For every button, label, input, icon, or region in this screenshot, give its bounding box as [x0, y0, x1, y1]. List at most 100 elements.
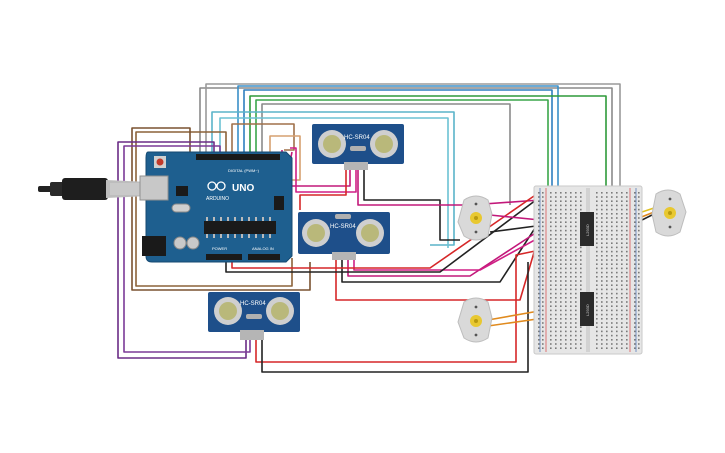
breadboard-hole[interactable]: [634, 192, 636, 194]
breadboard-hole[interactable]: [550, 196, 552, 198]
breadboard-hole[interactable]: [601, 208, 603, 211]
breadboard-hole[interactable]: [626, 318, 628, 320]
breadboard-hole[interactable]: [621, 313, 623, 316]
breadboard-hole[interactable]: [565, 326, 567, 328]
breadboard-hole[interactable]: [634, 250, 636, 253]
breadboard-hole[interactable]: [606, 263, 608, 265]
breadboard-hole[interactable]: [596, 263, 598, 265]
breadboard-hole[interactable]: [626, 267, 628, 270]
breadboard-hole[interactable]: [601, 297, 603, 299]
breadboard-hole[interactable]: [570, 263, 572, 265]
breadboard-hole[interactable]: [560, 217, 562, 219]
breadboard-hole[interactable]: [565, 339, 567, 341]
breadboard-hole[interactable]: [538, 246, 540, 249]
breadboard-hole[interactable]: [596, 208, 598, 211]
breadboard-hole[interactable]: [606, 292, 608, 295]
breadboard-hole[interactable]: [611, 217, 613, 219]
breadboard-hole[interactable]: [611, 225, 613, 228]
breadboard-hole[interactable]: [638, 343, 640, 345]
breadboard-hole[interactable]: [538, 229, 540, 232]
breadboard-hole[interactable]: [601, 229, 603, 232]
breadboard-hole[interactable]: [606, 318, 608, 320]
breadboard-hole[interactable]: [555, 242, 557, 244]
breadboard-hole[interactable]: [550, 271, 552, 274]
breadboard-hole[interactable]: [638, 326, 640, 328]
breadboard-hole[interactable]: [634, 313, 636, 316]
breadboard-hole[interactable]: [565, 309, 567, 312]
breadboard-hole[interactable]: [575, 292, 577, 295]
breadboard-hole[interactable]: [575, 229, 577, 232]
breadboard-hole[interactable]: [616, 259, 618, 261]
breadboard-hole[interactable]: [606, 234, 608, 236]
breadboard-hole[interactable]: [575, 221, 577, 223]
breadboard-hole[interactable]: [616, 192, 618, 194]
breadboard-hole[interactable]: [538, 221, 540, 223]
breadboard-hole[interactable]: [601, 271, 603, 274]
breadboard-hole[interactable]: [616, 297, 618, 299]
breadboard-hole[interactable]: [570, 229, 572, 232]
breadboard-hole[interactable]: [542, 221, 544, 223]
breadboard-hole[interactable]: [606, 229, 608, 232]
breadboard-hole[interactable]: [634, 242, 636, 244]
breadboard-hole[interactable]: [596, 225, 598, 228]
breadboard-hole[interactable]: [575, 339, 577, 341]
breadboard-hole[interactable]: [550, 255, 552, 257]
breadboard-hole[interactable]: [560, 347, 562, 349]
breadboard-hole[interactable]: [542, 234, 544, 236]
breadboard-hole[interactable]: [550, 313, 552, 316]
breadboard-hole[interactable]: [611, 250, 613, 253]
breadboard-hole[interactable]: [626, 292, 628, 295]
breadboard-hole[interactable]: [580, 208, 582, 211]
breadboard-hole[interactable]: [580, 288, 582, 291]
breadboard-hole[interactable]: [626, 347, 628, 349]
breadboard-hole[interactable]: [538, 334, 540, 337]
breadboard-hole[interactable]: [634, 267, 636, 270]
breadboard-hole[interactable]: [638, 217, 640, 219]
breadboard-hole[interactable]: [638, 267, 640, 270]
breadboard-hole[interactable]: [542, 217, 544, 219]
breadboard-hole[interactable]: [626, 288, 628, 291]
breadboard-hole[interactable]: [570, 238, 572, 240]
breadboard-hole[interactable]: [560, 246, 562, 249]
breadboard-hole[interactable]: [634, 347, 636, 349]
breadboard-hole[interactable]: [634, 276, 636, 278]
breadboard-hole[interactable]: [626, 263, 628, 265]
breadboard-hole[interactable]: [565, 305, 567, 307]
breadboard-hole[interactable]: [538, 313, 540, 316]
breadboard-hole[interactable]: [616, 225, 618, 228]
breadboard-hole[interactable]: [611, 347, 613, 349]
breadboard-hole[interactable]: [616, 263, 618, 265]
breadboard-hole[interactable]: [601, 234, 603, 236]
breadboard-hole[interactable]: [550, 292, 552, 295]
breadboard-hole[interactable]: [560, 267, 562, 270]
breadboard-hole[interactable]: [538, 326, 540, 328]
breadboard-hole[interactable]: [596, 292, 598, 295]
breadboard-hole[interactable]: [606, 255, 608, 257]
breadboard-hole[interactable]: [611, 305, 613, 307]
breadboard-hole[interactable]: [550, 259, 552, 261]
breadboard-hole[interactable]: [621, 276, 623, 278]
breadboard-hole[interactable]: [550, 318, 552, 320]
breadboard-hole[interactable]: [570, 305, 572, 307]
breadboard-hole[interactable]: [570, 339, 572, 341]
breadboard-hole[interactable]: [580, 263, 582, 265]
breadboard-hole[interactable]: [621, 242, 623, 244]
breadboard-hole[interactable]: [621, 347, 623, 349]
breadboard-hole[interactable]: [621, 288, 623, 291]
breadboard-hole[interactable]: [538, 288, 540, 291]
breadboard-hole[interactable]: [575, 217, 577, 219]
breadboard-hole[interactable]: [601, 318, 603, 320]
breadboard-hole[interactable]: [570, 255, 572, 257]
breadboard-hole[interactable]: [611, 297, 613, 299]
breadboard-hole[interactable]: [538, 322, 540, 324]
breadboard-hole[interactable]: [570, 288, 572, 291]
breadboard-hole[interactable]: [560, 255, 562, 257]
breadboard-hole[interactable]: [550, 200, 552, 202]
breadboard-hole[interactable]: [575, 313, 577, 316]
breadboard-hole[interactable]: [560, 276, 562, 278]
breadboard-hole[interactable]: [616, 276, 618, 278]
breadboard-hole[interactable]: [611, 192, 613, 194]
breadboard-hole[interactable]: [565, 238, 567, 240]
breadboard-hole[interactable]: [560, 196, 562, 198]
breadboard-hole[interactable]: [542, 259, 544, 261]
